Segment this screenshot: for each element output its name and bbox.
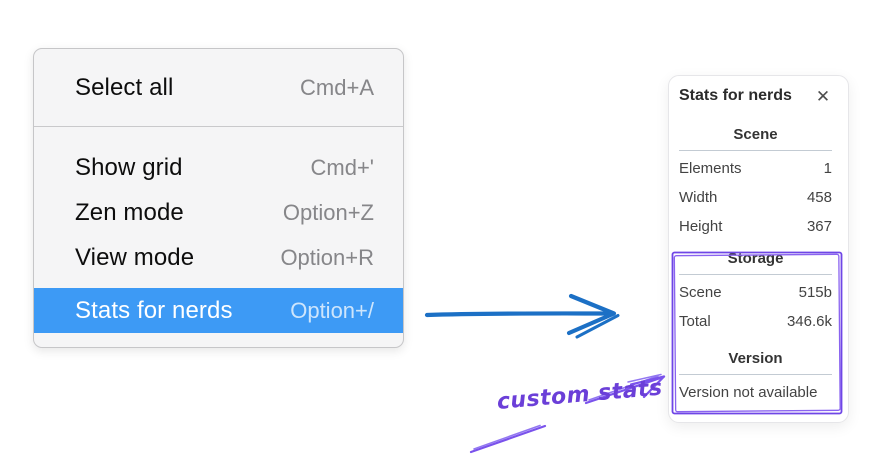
stat-row-scene-storage: Scene 515b [679, 278, 832, 307]
menu-item-zen-mode[interactable]: Zen mode Option+Z [34, 190, 403, 235]
menu-item-select-all[interactable]: Select all Cmd+A [34, 65, 403, 110]
section-title: Scene [733, 126, 778, 143]
menu-item-shortcut: Cmd+' [310, 154, 375, 180]
menu-item-stats-for-nerds[interactable]: Stats for nerds Option+/ [34, 288, 403, 333]
stat-value: 515b [798, 284, 832, 301]
menu-divider [34, 126, 403, 127]
custom-stats-annotation: custom stats [495, 375, 664, 415]
panel-title: Stats for nerds [679, 87, 792, 104]
menu-item-shortcut: Option+/ [290, 297, 374, 323]
panel-header: Stats for nerds ✕ [679, 87, 832, 105]
stat-row-height: Height 367 [679, 212, 832, 241]
section-version: Version Version not available [679, 349, 832, 407]
stat-row-width: Width 458 [679, 183, 832, 212]
stat-row-total-storage: Total 346.6k [679, 307, 832, 336]
section-divider [679, 150, 832, 151]
blue-arrow [424, 293, 620, 339]
menu-item-label: Zen mode [75, 198, 184, 226]
menu-item-show-grid[interactable]: Show grid Cmd+' [34, 145, 403, 190]
section-title: Storage [727, 250, 784, 267]
stat-value: 458 [806, 189, 832, 206]
menu-item-shortcut: Cmd+A [300, 74, 374, 100]
stat-value: 346.6k [786, 313, 832, 330]
menu-item-shortcut: Option+R [280, 244, 374, 270]
stat-label: Scene [679, 284, 722, 301]
menu-item-shortcut: Option+Z [282, 199, 374, 225]
context-menu: Select all Cmd+A Show grid Cmd+' Zen mod… [33, 48, 404, 348]
stat-value: 1 [823, 160, 832, 177]
menu-item-label: Stats for nerds [75, 296, 233, 324]
section-divider [679, 374, 832, 375]
menu-item-label: Select all [75, 73, 174, 101]
section-storage: Storage Scene 515b Total 346.6k [679, 249, 832, 336]
menu-item-label: View mode [75, 243, 195, 271]
stat-label: Width [679, 189, 718, 206]
section-scene: Scene Elements 1 Width 458 Height 367 [679, 125, 832, 241]
version-note: Version not available [679, 384, 818, 401]
stat-label: Total [679, 313, 711, 330]
menu-item-view-mode[interactable]: View mode Option+R [34, 235, 403, 280]
stat-label: Elements [679, 160, 742, 177]
stat-value: 367 [806, 218, 832, 235]
section-title: Version [728, 350, 783, 367]
close-icon[interactable]: ✕ [815, 86, 831, 106]
stats-for-nerds-panel: Stats for nerds ✕ Scene Elements 1 Width… [668, 75, 849, 423]
stat-label: Height [679, 218, 723, 235]
stat-row-elements: Elements 1 [679, 154, 832, 183]
menu-item-label: Show grid [75, 153, 183, 181]
section-divider [679, 274, 832, 275]
